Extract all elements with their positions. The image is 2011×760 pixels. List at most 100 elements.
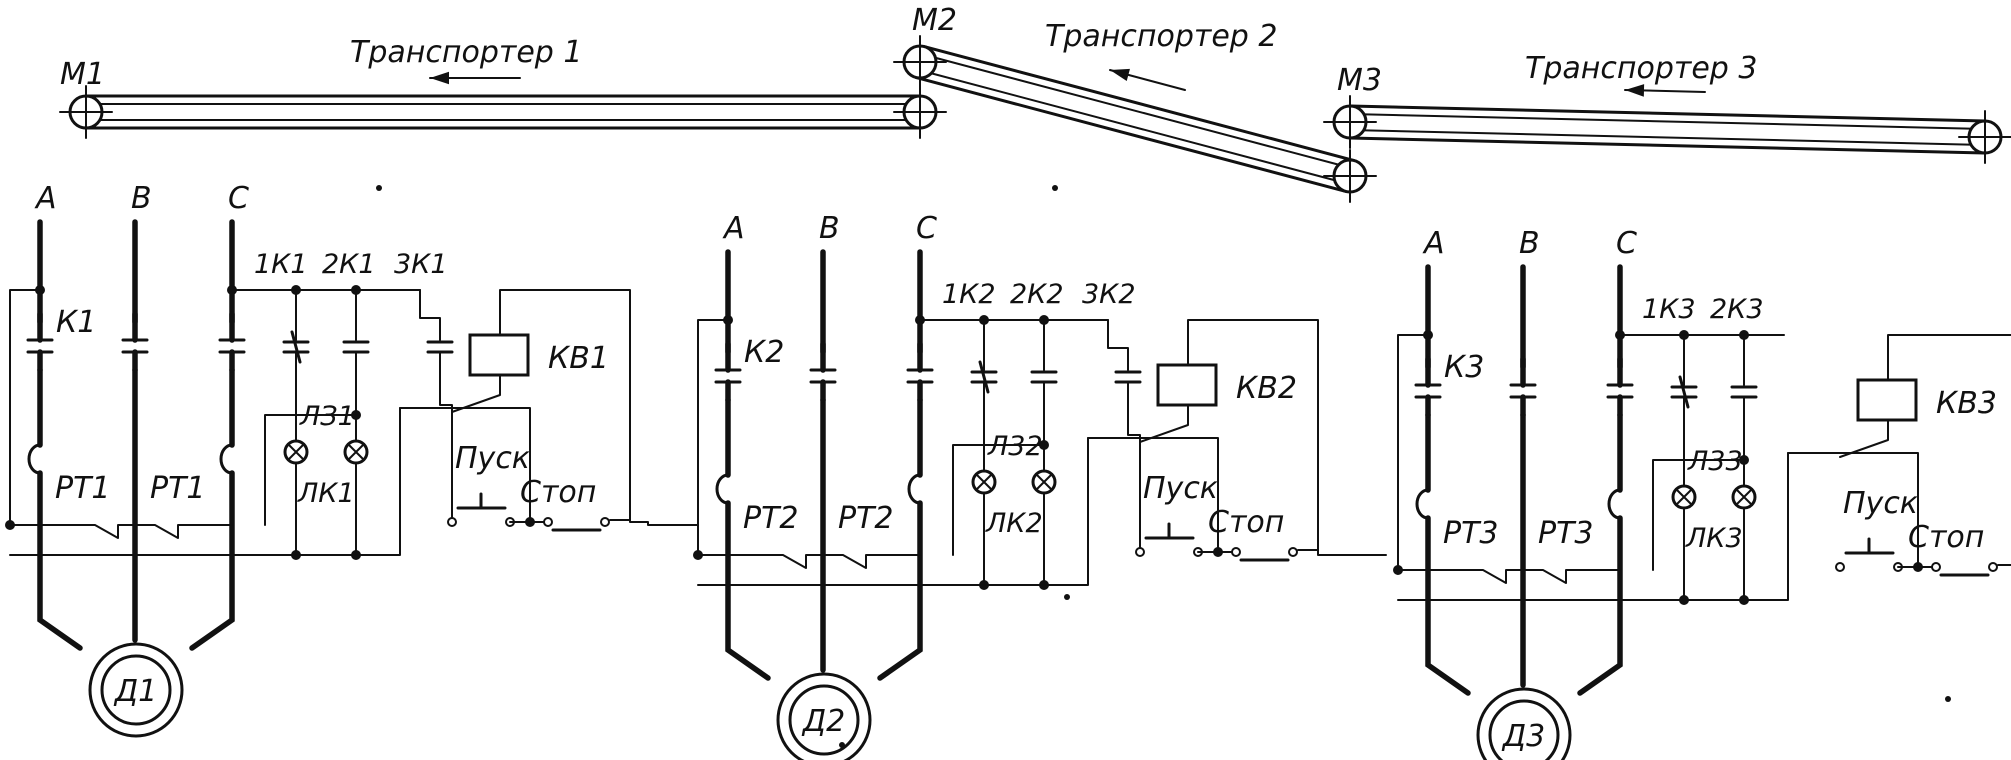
pulley-axis [1958,110,2011,164]
lamp-label-green: ЛЗ1 [299,401,355,432]
motor-label: Д3 [1501,719,1546,754]
aux-contact-no [1730,385,1758,399]
terminal [1931,562,1941,572]
aux-contact-no [426,340,454,354]
aux-contact-nc [1670,375,1698,409]
thermal-relay-label-2: РТ2 [838,501,894,536]
junction-dot [723,315,733,325]
motor-label: Д1 [113,674,158,709]
phase-label-c: C [916,211,937,246]
start-button-contact [1844,537,1895,555]
print-speck [1064,594,1070,600]
junction-dot [227,285,237,295]
wire [1139,404,1189,443]
conveyor-3-title: Транспортер 3 [1525,51,1757,86]
wire [1652,459,1745,571]
arrow-head [430,71,449,85]
interlock-wire [629,519,699,526]
junction-dot [1423,330,1433,340]
lamp-label-red: ЛК3 [1685,523,1743,554]
motor-outer [1476,687,1572,760]
thermal-relay-contacts [1397,569,1621,584]
print-speck [1945,696,1951,702]
relay-label: КВ1 [548,341,609,376]
stop-button-label: Стоп [1908,520,1984,555]
belt-line [914,75,1348,193]
lamp-label-red: ЛК2 [985,508,1043,539]
thermal-heater [219,443,234,475]
aux-contact-nc [282,330,310,364]
lamp-label-red: ЛК1 [297,478,355,509]
pulley-axis [893,35,947,89]
wire [1187,319,1319,551]
thermal-heater [1415,488,1430,520]
junction-dot [693,550,703,560]
lamp-cross [975,473,993,491]
terminal [1835,562,1845,572]
junction-dot [1739,455,1749,465]
start-button-label: Пуск [455,441,530,476]
wire [499,289,631,521]
belt-line [1349,113,1987,131]
conveyor-2: Транспортер 2М2 [893,3,1377,203]
phase-label-a: A [722,211,745,246]
print-speck [376,185,382,191]
lamp-cross [1735,488,1753,506]
junction-dot [351,410,361,420]
bus-to-motor [877,500,923,681]
wire [1397,334,1429,571]
print-speck [1052,185,1058,191]
bus-to-motor [189,470,235,651]
thermal-heater [27,443,42,475]
belt-line [921,53,1354,170]
wire [697,319,729,556]
thermal-relay-label-1: РТ1 [55,471,111,506]
terminal [600,517,610,527]
junction-dot [291,550,301,560]
wire [9,289,41,526]
thermal-relay-label-1: РТ3 [1443,516,1499,551]
bus-to-motor [1425,515,1471,696]
relay-coil [468,333,530,377]
junction-dot [1039,580,1049,590]
wire [419,289,453,523]
pulley-axis [1323,149,1377,203]
terminal [447,517,457,527]
belt-line [1348,104,1987,123]
motor-inner [788,684,860,756]
print-specks [376,185,1951,748]
phase-label-b: B [1519,226,1540,261]
aux-contact-label-1: 1К3 [1642,294,1696,325]
belt-line [922,45,1356,163]
stop-button-label: Стоп [1208,505,1284,540]
aux-contact-label-2: 2К1 [322,249,376,280]
wire [399,407,531,523]
arrow-head [1625,84,1645,97]
wire [264,414,357,526]
interlock-wire [1317,549,1387,556]
conveyor-3-drive-label: М3 [1337,63,1382,98]
phase-label-b: B [819,211,840,246]
junction-dot [979,580,989,590]
junction-dot [1393,565,1403,575]
motor-inner [100,654,172,726]
aux-contact-label-1: 1К1 [254,249,308,280]
lamp-label-green: Л32 [987,431,1043,462]
conveyor-1: Транспортер 1М1 [59,35,947,139]
terminal [543,517,553,527]
stop-button-label: Стоп [520,475,596,510]
conveyor-2-drive-label: М2 [912,3,957,38]
junction-dot [915,315,925,325]
bus-to-motor [725,500,771,681]
print-speck [839,742,845,748]
wire [952,444,1045,556]
start-button-label: Пуск [1843,486,1918,521]
interlock-wiring [629,519,1387,556]
thermal-relay-contacts [9,524,233,539]
junction-dot [1739,595,1749,605]
motor-label: Д2 [801,704,846,739]
